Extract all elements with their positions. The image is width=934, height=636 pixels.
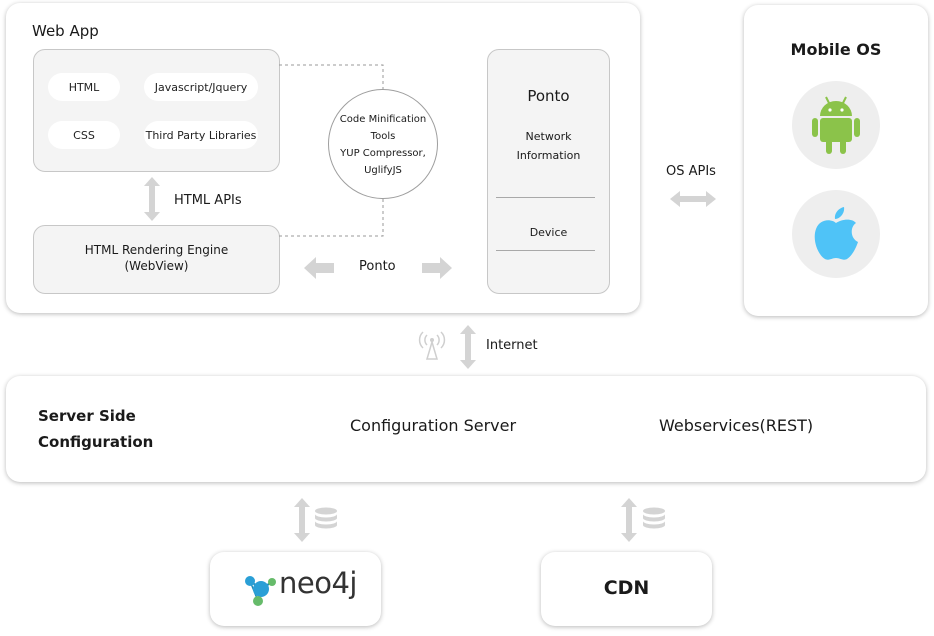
tech-stack-panel: HTML Javascript/Jquery CSS Third Party L… [33,49,280,172]
apple-circle [792,190,880,278]
neo4j-logo-icon [245,576,276,606]
apple-icon [814,207,858,260]
html-apis-arrow-icon [144,177,160,221]
cdn-arrow-icon [621,498,637,542]
android-circle [792,81,880,169]
tech-item-javascript: Javascript/Jquery [144,73,258,101]
dashed-connector [279,64,384,237]
antenna-icon [418,331,446,360]
rendering-engine-line2: (WebView) [124,259,189,273]
web-app-title: Web App [32,22,99,40]
ponto-panel: Ponto Network Information Device [487,49,610,294]
internet-label: Internet [486,338,538,353]
device-item: Device [529,226,568,239]
neo4j-arrow-icon [294,498,310,542]
tech-item-css: CSS [48,121,120,149]
ponto-arrow-label: Ponto [359,259,396,274]
minification-line1: Code Minification [339,114,427,125]
internet-arrow-icon [460,325,476,369]
minification-line3: YUP Compressor, [340,148,426,159]
right-arrow-icon [422,257,452,279]
neo4j-logo-text: neo4j [279,566,357,600]
neo4j-card: neo4j [210,552,381,626]
left-arrow-icon [304,257,334,279]
cdn-label: CDN [603,577,650,599]
minification-tools-circle: Code Minification Tools YUP Compressor, … [328,89,438,199]
webservices-label: Webservices(REST) [659,416,814,435]
server-title-line1: Server Side [38,407,136,425]
rendering-engine-panel: HTML Rendering Engine (WebView) [33,225,280,294]
os-apis-arrow-icon [670,191,716,207]
ponto-divider [496,197,595,198]
html-apis-label: HTML APIs [174,193,242,208]
ponto-title: Ponto [527,87,570,105]
mobile-os-card: Mobile OS [744,5,928,316]
information-label: Information [516,149,581,162]
minification-line2: Tools [370,131,396,142]
database-icon [643,507,665,529]
server-title-line2: Configuration [38,433,154,451]
network-information-item: Network Information [488,127,609,165]
server-title: Server Side Configuration [38,403,153,455]
tech-item-third-party: Third Party Libraries [144,121,258,149]
mobile-os-title: Mobile OS [790,40,882,59]
network-label: Network [525,130,572,143]
configuration-server-label: Configuration Server [350,416,517,435]
web-app-card: Web App HTML Javascript/Jquery CSS Third… [6,3,640,313]
server-config-card: Server Side Configuration Configuration … [6,376,926,482]
os-apis-label: OS APIs [666,164,716,179]
rendering-engine-line1: HTML Rendering Engine [84,243,229,257]
cdn-card: CDN [541,552,712,626]
minification-line4: UglifyJS [364,165,402,176]
tech-item-html: HTML [48,73,120,101]
database-icon [315,507,337,529]
ponto-divider [496,250,595,251]
android-icon [812,96,860,154]
